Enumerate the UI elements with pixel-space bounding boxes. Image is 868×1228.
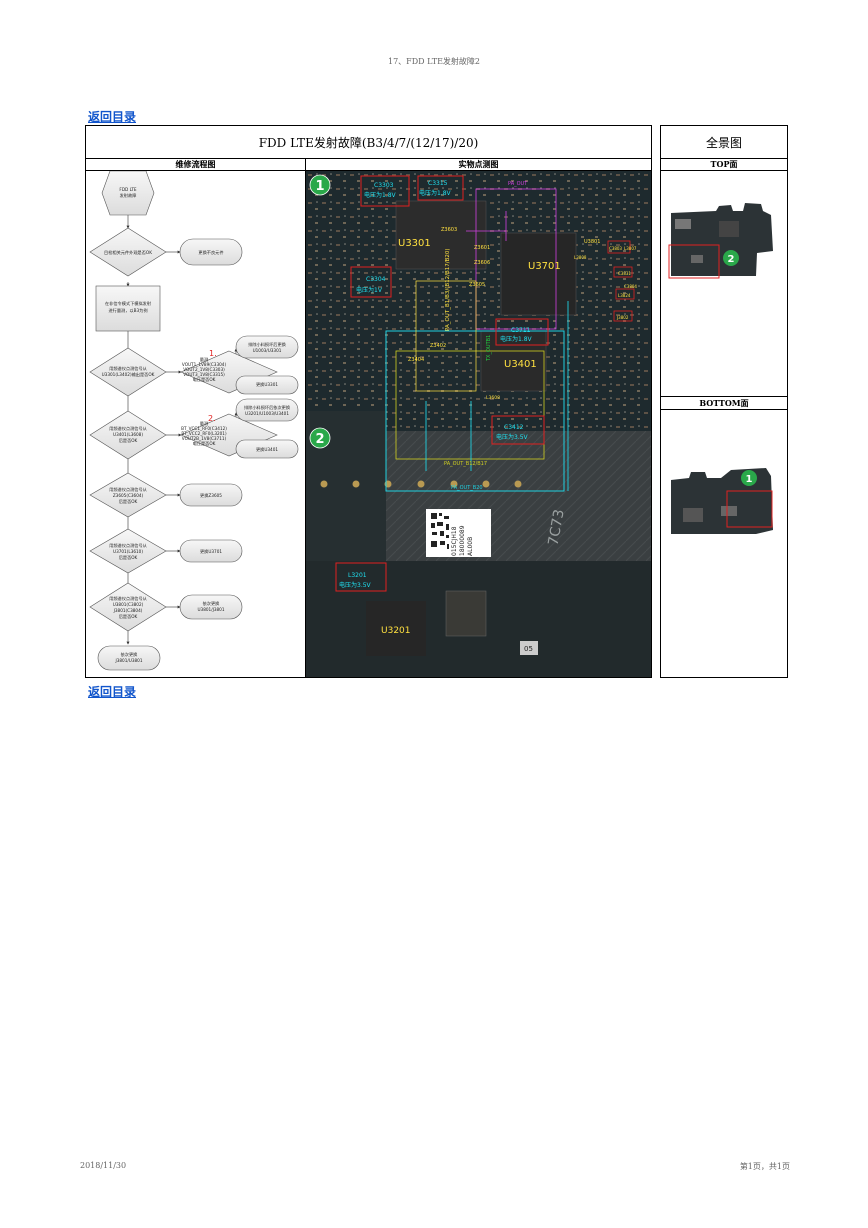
- table-title: FDD LTE发射故障(B3/4/7/(12/17)/20): [86, 126, 651, 159]
- pcb-pa-out-top: PA_OUT: [508, 181, 528, 187]
- flow-action-replace-z3605: 更换Z3605: [200, 492, 222, 499]
- pcb-c3303-voltage: 电压为1.8V: [364, 191, 397, 199]
- pcb-l3808: L3808: [574, 255, 587, 260]
- pcb-c3304-voltage: 电压为1V: [356, 286, 383, 294]
- flow-action-replace-u3701: 更换U3701: [200, 548, 222, 555]
- pcb-u3301: U3301: [398, 238, 431, 249]
- pcb-marker-1: 1: [315, 179, 324, 194]
- pcb-z3402: Z3402: [430, 343, 446, 349]
- footer-date: 2018/11/30: [80, 1161, 127, 1170]
- pcb-c3412-voltage: 电压为3.5V: [496, 433, 529, 441]
- pcb-z3404: Z3404: [408, 357, 424, 363]
- overview-table: 全景图 TOP面 2 BOTTOM面 1: [660, 125, 788, 678]
- pcb-pa-out-b20: PA_OUT_B20: [451, 485, 483, 491]
- flow-step-1-marker: 1.: [209, 349, 217, 358]
- pcb-z3605: Z3605: [469, 282, 485, 288]
- flow-column-header: 维修流程图: [86, 158, 306, 171]
- pcb-z3606: Z3606: [474, 260, 490, 266]
- pcb-u3401: U3401: [504, 359, 537, 370]
- pcb-u3201: U3201: [381, 626, 411, 636]
- pcb-label-line-1: 015CJH18: [451, 526, 458, 556]
- pcb-measurement-photo: 015CJH18 18000089 AL00B 7C73 05: [306, 171, 651, 677]
- pcb-c3803: C3803: [609, 246, 622, 251]
- pcb-c3315-voltage: 电压为1.8V: [419, 189, 452, 197]
- pcb-chip-code: 7C73: [546, 508, 568, 547]
- back-to-toc-link-top[interactable]: 返回目录: [88, 110, 137, 124]
- pcb-pa-out-vertical: PA_OUT_B1/B3/(B12/B17/B20): [445, 248, 451, 331]
- pcb-photo-svg: 015CJH18 18000089 AL00B 7C73 05: [306, 171, 651, 677]
- photo-column-header: 实物点测图: [306, 158, 651, 171]
- bottom-side-label: BOTTOM面: [661, 396, 787, 410]
- page-header: 17、FDD LTE发射故障2: [387, 57, 481, 66]
- flow-decision-visual-check: 目检相关元件外观是否OK: [104, 249, 152, 256]
- pcb-label-line-2: 18000089: [459, 525, 466, 556]
- top-side-marker: 2: [728, 254, 735, 265]
- overview-title: 全景图: [661, 126, 787, 159]
- pcb-l3201-voltage: 电压为3.5V: [339, 581, 372, 589]
- pcb-c3412: C3412: [504, 424, 524, 431]
- pcb-u3701: U3701: [528, 261, 561, 272]
- top-side-label: TOP面: [661, 158, 787, 171]
- pcb-c3304: C3304: [366, 276, 386, 283]
- top-side-image: 2: [661, 171, 787, 396]
- pcb-tx-outb1: TX_OUTB1: [486, 335, 492, 362]
- pcb-small-code: 05: [524, 645, 533, 653]
- pcb-l3201: L3201: [348, 572, 367, 579]
- pcb-j3802: J3802: [616, 315, 629, 320]
- pcb-pa-out-b12: PA_OUT_B12/B17: [444, 461, 487, 467]
- back-to-toc-link-bottom[interactable]: 返回目录: [88, 685, 137, 699]
- flow-action-replace-parts: 更换不良元件: [198, 249, 223, 256]
- flow-action-replace-u3301: 更换U3301: [256, 381, 278, 388]
- pcb-c3804: C3804: [624, 284, 637, 289]
- pcb-c3711-voltage: 电压为1.8V: [500, 335, 533, 343]
- pcb-z3601: Z3601: [474, 245, 490, 251]
- flow-step-2-marker: 2.: [208, 414, 216, 423]
- bottom-side-marker: 1: [746, 474, 753, 485]
- pcb-c3315: C3315: [428, 180, 448, 187]
- pcb-l3807: L3807: [624, 246, 637, 251]
- pcb-c3303: C3303: [374, 182, 394, 189]
- pcb-label-line-3: AL00B: [467, 537, 474, 556]
- flow-action-replace-u3401: 更换U3401: [256, 446, 278, 453]
- main-table: FDD LTE发射故障(B3/4/7/(12/17)/20) 维修流程图 实物点…: [85, 125, 652, 678]
- pcb-c3831: C3831: [618, 271, 631, 276]
- pcb-z3603: Z3603: [441, 227, 457, 233]
- flow-process-simulate-tx: 在非信令模式下模拟发射进行量测，以B3为例: [105, 300, 151, 314]
- pcb-c3711: C3711: [511, 327, 531, 334]
- footer-page-number: 第1页，共1页: [739, 1162, 790, 1171]
- pcb-l3608: L3608: [486, 395, 500, 401]
- pcb-marker-2: 2: [315, 432, 324, 447]
- bottom-side-image: 1: [661, 410, 787, 677]
- pcb-u3801: U3801: [584, 239, 600, 245]
- pcb-l3824: L3824: [618, 293, 631, 298]
